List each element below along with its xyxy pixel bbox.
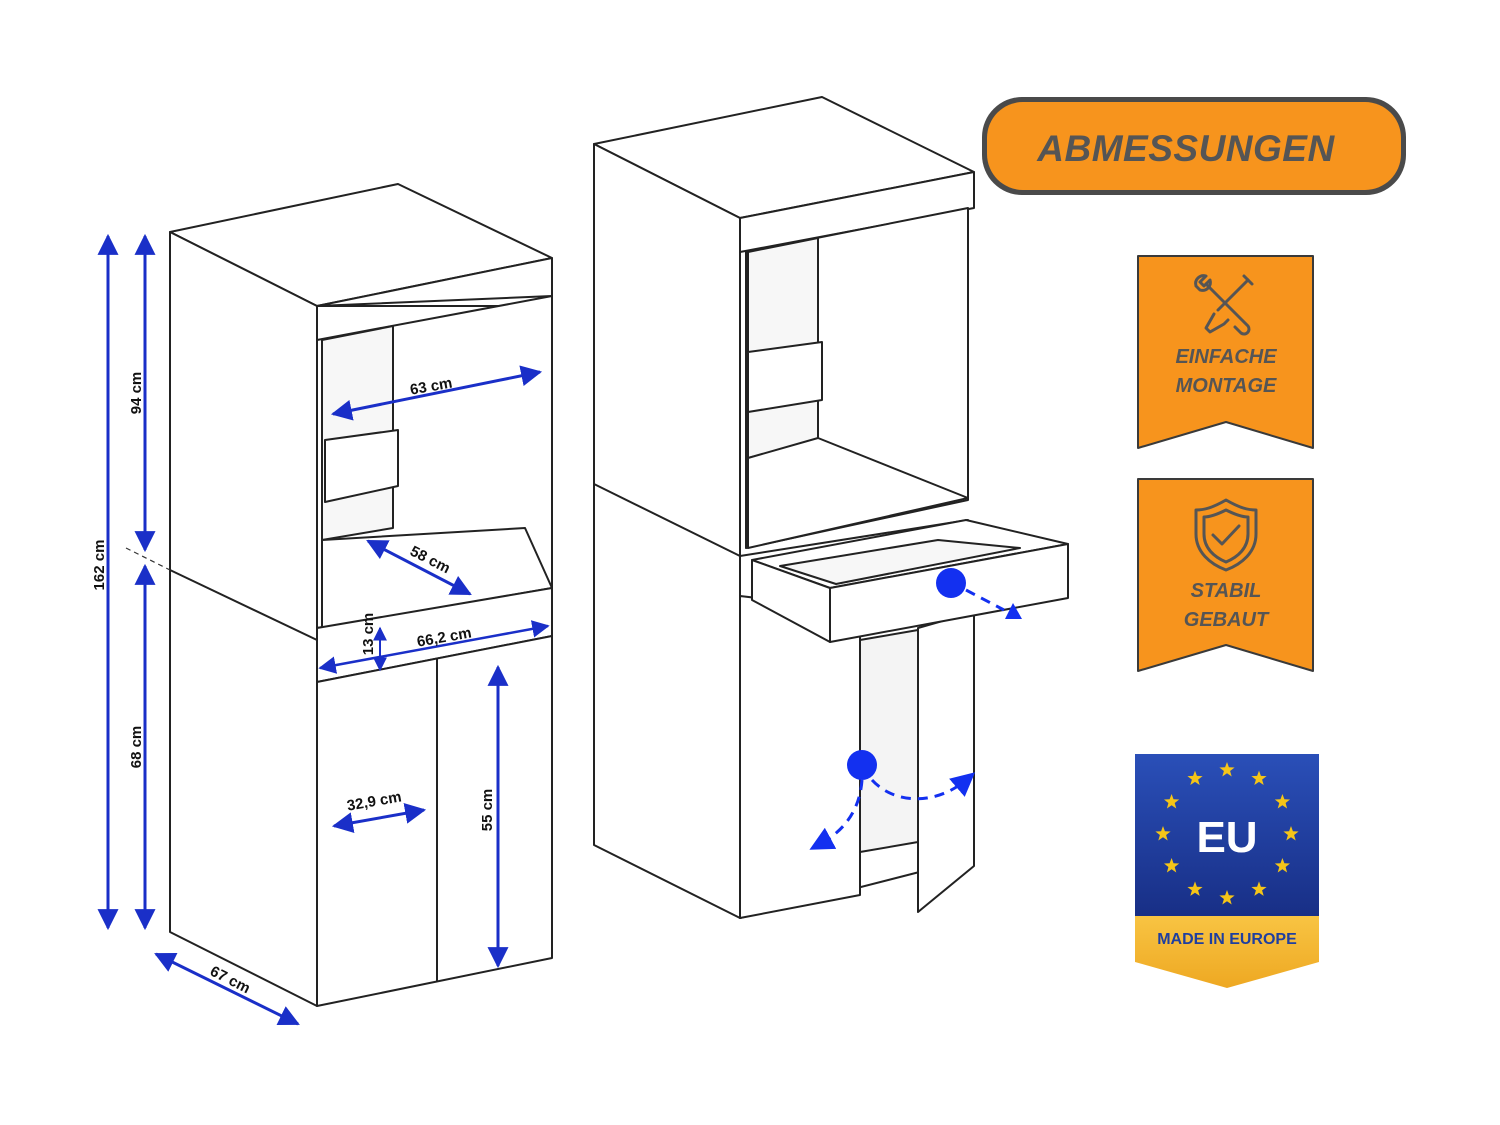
assembly-badge-shape	[1137, 255, 1314, 449]
dim-line-63	[330, 365, 543, 421]
left-side-panel	[169, 231, 318, 1007]
left-bottom-body	[316, 635, 553, 1007]
label-55: 55 cm	[479, 789, 496, 832]
drawer-motion-arrow	[965, 588, 1005, 612]
eu-badge: EU MADE IN EUROPE	[1135, 754, 1319, 988]
page-title: ABMESSUNGEN	[1036, 128, 1335, 169]
eu-star	[1251, 881, 1267, 896]
assembly-line1: EINFACHE	[1175, 346, 1277, 368]
eu-ribbon	[1135, 916, 1319, 988]
eu-star	[1219, 890, 1235, 905]
eu-star	[1274, 858, 1290, 873]
eu-star	[1283, 826, 1299, 841]
title-badge: ABMESSUNGEN	[982, 97, 1406, 195]
motion-markers	[809, 568, 1022, 850]
left-dimensions	[97, 233, 550, 1026]
dim-line-58	[366, 539, 472, 596]
right-open-door	[917, 611, 975, 913]
eu-star	[1187, 770, 1203, 785]
label-68: 68 cm	[128, 726, 145, 769]
stable-badge: STABIL GEBAUT	[1137, 478, 1314, 672]
eu-star	[1164, 858, 1180, 873]
dim-extension-line	[125, 547, 171, 571]
drawer-inner	[779, 539, 1021, 585]
eu-label: EU	[1196, 813, 1257, 862]
left-inner-shelf-block	[324, 429, 399, 503]
dim-line-32-9	[331, 802, 427, 834]
eu-made-in-europe: MADE IN EUROPE	[1157, 931, 1297, 948]
eu-star	[1274, 794, 1290, 809]
right-cabinet	[593, 96, 1069, 919]
tools-icon	[1194, 274, 1254, 336]
eu-star	[1187, 881, 1203, 896]
right-top-front-panel	[739, 171, 975, 253]
eu-star	[1164, 794, 1180, 809]
title-badge-fill	[987, 102, 1401, 190]
door-pull-marker	[847, 750, 877, 780]
label-162: 162 cm	[91, 540, 108, 591]
assembly-line2: MONTAGE	[1176, 375, 1277, 397]
left-side-split	[169, 569, 318, 641]
eu-star	[1155, 826, 1171, 841]
right-side-split	[593, 483, 741, 557]
left-cabinet	[169, 183, 553, 1007]
right-cavity-shelf	[747, 437, 969, 549]
door-left-motion-arrow	[809, 779, 864, 850]
right-side-panel	[593, 143, 741, 919]
right-inner-shelf-block	[747, 341, 823, 413]
drawer-pull-marker	[936, 568, 966, 598]
eu-stars	[1155, 762, 1299, 905]
door-right-motion-arrow	[870, 772, 976, 801]
left-top-trim	[316, 257, 553, 307]
drawer-motion-arrowhead	[1005, 603, 1022, 619]
dim-line-66-2	[318, 620, 550, 674]
label-13: 13 cm	[360, 613, 377, 656]
label-94: 94 cm	[128, 372, 145, 415]
right-left-door	[739, 595, 861, 919]
right-cabinet-interior	[859, 629, 919, 853]
stable-line1: STABIL	[1191, 580, 1262, 602]
shield-check-icon	[1194, 498, 1258, 572]
dim-line-67	[154, 952, 300, 1026]
stable-line2: GEBAUT	[1184, 609, 1270, 631]
eu-star	[1219, 762, 1235, 777]
assembly-badge: EINFACHE MONTAGE	[1137, 255, 1314, 449]
eu-star	[1251, 770, 1267, 785]
stable-badge-shape	[1137, 478, 1314, 672]
